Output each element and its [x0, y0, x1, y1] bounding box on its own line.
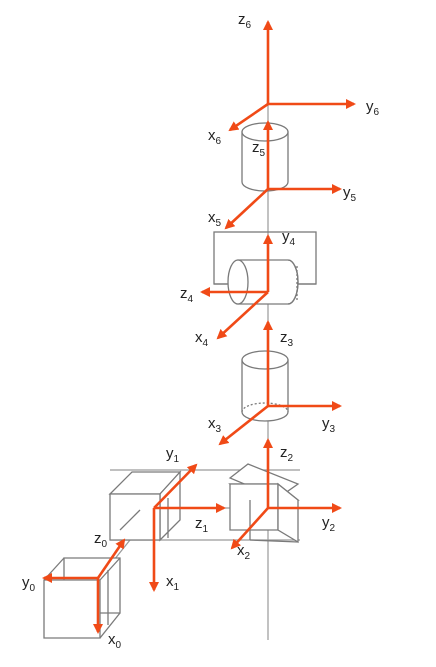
joint1-cube [108, 470, 182, 542]
x6-label: x6 [208, 127, 222, 147]
x3-axis-arrow [218, 404, 269, 446]
joint3-cylinder [241, 350, 289, 422]
z3-label: z3 [280, 329, 294, 349]
y1-label: y1 [166, 445, 180, 465]
joint1-cube-front [109, 493, 161, 541]
x5-label: x5 [208, 209, 222, 229]
x4-axis-arrow [216, 291, 269, 340]
joint5-cylinder-top [241, 122, 289, 142]
z6-label: z6 [238, 11, 252, 31]
frame-6-axes [228, 20, 356, 132]
x1-label: x1 [166, 573, 180, 593]
y2-label: y2 [322, 514, 336, 534]
y6-label: y6 [366, 98, 380, 118]
frame-0-axes [42, 538, 126, 634]
axis-labels: x0 y0 z0 x1 y1 z1 x2 y2 z2 x3 y3 z3 x4 y… [22, 11, 380, 651]
frame-2-axes [230, 438, 342, 550]
frame-4-axes [200, 234, 273, 340]
frame-1-axes [149, 463, 226, 592]
z0-label: z0 [94, 530, 108, 550]
z5-label: z5 [252, 139, 266, 159]
y4-label: y4 [282, 228, 296, 248]
x4-label: x4 [195, 329, 209, 349]
z1-label: z1 [195, 515, 209, 535]
x2-label: x2 [237, 542, 251, 562]
y5-label: y5 [343, 184, 357, 204]
joint5-cylinder [241, 122, 289, 192]
z4-label: z4 [180, 285, 194, 305]
z0-axis-arrow [96, 538, 126, 579]
joint2-cube [228, 463, 300, 544]
frame-5-axes [224, 120, 342, 230]
x0-label: x0 [108, 631, 122, 651]
base-block-front [43, 579, 101, 639]
base-block [43, 557, 121, 639]
frame-3-axes [218, 320, 342, 446]
x6-axis-arrow [228, 102, 269, 132]
x3-label: x3 [208, 415, 222, 435]
z2-label: z2 [280, 444, 294, 464]
y1-axis-arrow [153, 463, 198, 509]
joint4-cylinder-end [227, 259, 249, 305]
x2-axis-arrow [230, 507, 269, 550]
x5-axis-arrow [224, 188, 269, 230]
joint3-cylinder-top [241, 350, 289, 370]
y0-label: y0 [22, 574, 36, 594]
joint2-cube-side [277, 482, 299, 544]
y3-label: y3 [322, 415, 336, 435]
